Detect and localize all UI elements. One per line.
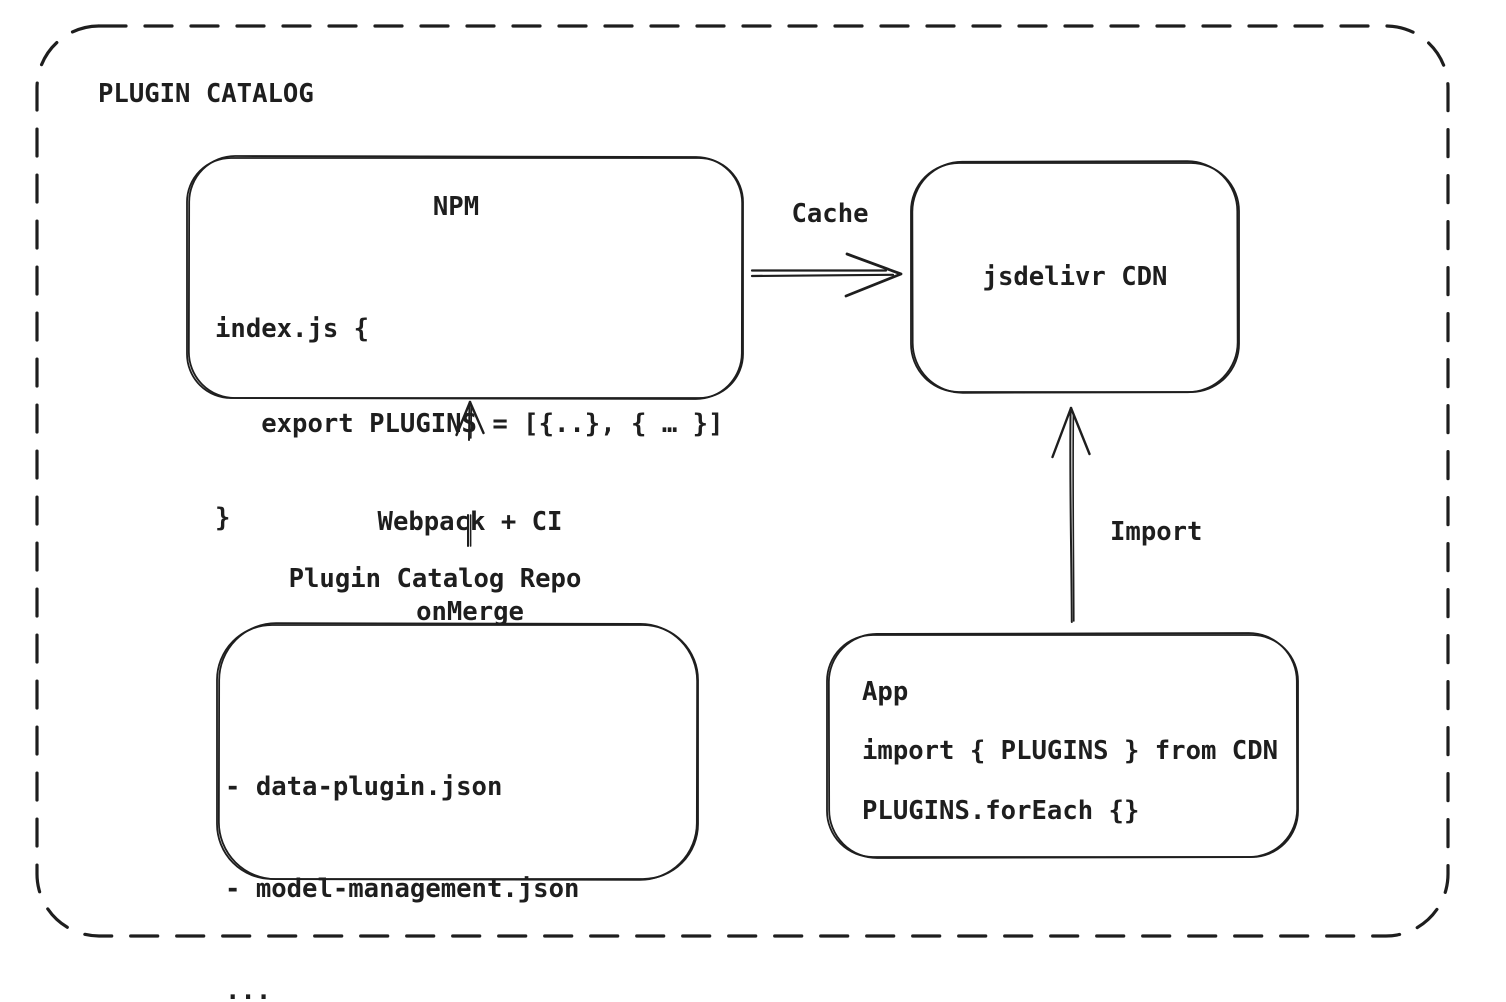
app-code-foreach: PLUGINS.forEach {}	[862, 796, 1140, 826]
app-node-box	[826, 632, 1299, 859]
cache-arrow	[750, 252, 903, 298]
npm-code-line: index.js {	[215, 314, 370, 344]
repo-file-list: - data-plugin.json - model-management.js…	[225, 702, 579, 1002]
app-code-import: import { PLUGINS } from CDN	[862, 736, 1279, 766]
build-arrow-label: Webpack + CI onMerge	[378, 447, 563, 687]
repo-node-box	[216, 622, 699, 881]
repo-file-item: - data-plugin.json	[225, 772, 503, 802]
npm-code-line: }	[215, 503, 231, 533]
cache-arrow-label: Cache	[791, 199, 869, 229]
repo-title: Plugin Catalog Repo	[288, 564, 582, 594]
build-arrow-label-line2: onMerge	[416, 597, 524, 627]
plugin-catalog-label: PLUGIN CATALOG	[98, 79, 314, 109]
app-title: App	[862, 677, 909, 707]
cdn-node-box	[910, 160, 1240, 394]
npm-title: NPM	[432, 192, 480, 222]
cdn-title: jsdelivr CDN	[982, 262, 1168, 292]
repo-file-item: ...	[225, 976, 272, 1002]
npm-node-box	[186, 155, 744, 400]
plugin-catalog-boundary	[35, 24, 1450, 938]
npm-code: index.js { export PLUGINS = [{..}, { … }…	[215, 251, 724, 598]
npm-code-line: export PLUGINS = [{..}, { … }]	[215, 408, 724, 439]
build-arrow-label-line1: Webpack + CI	[377, 507, 563, 537]
import-arrow-label: Import	[1110, 517, 1203, 547]
build-arrow	[455, 400, 485, 547]
repo-file-item: - model-management.json	[225, 874, 580, 904]
import-arrow	[1051, 406, 1091, 623]
